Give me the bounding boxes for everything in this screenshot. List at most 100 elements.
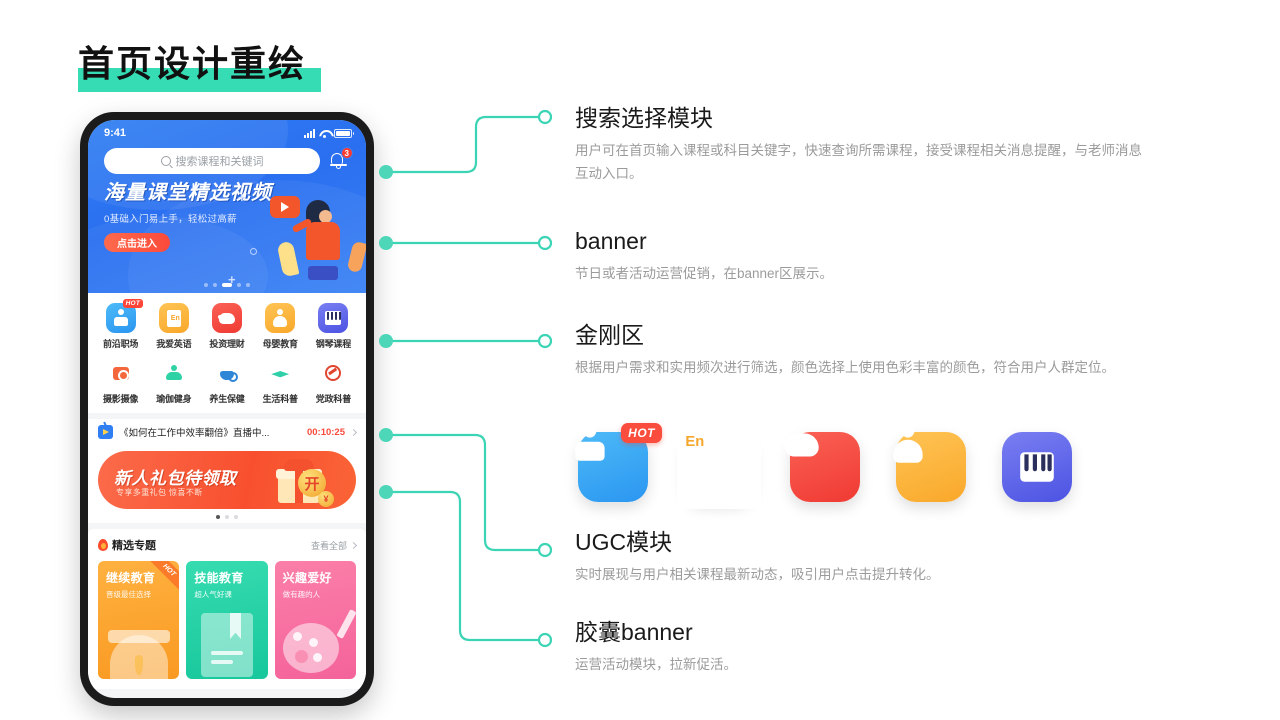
showcase-person-laptop-icon[interactable]: HOT (575, 423, 662, 502)
mother-baby-icon (265, 303, 296, 333)
teapot-icon (212, 358, 242, 388)
ugc-section-title: 精选专题 (98, 537, 156, 553)
hot-badge: HOT (621, 423, 662, 443)
hero-banner[interactable]: 海量课堂精选视频 0基础入门易上手，轻松过高薪 点击进入 (88, 174, 366, 280)
ugc-card-title: 继续教育 (106, 571, 156, 585)
capsule-banner[interactable]: 新人礼包待领取 专享多重礼包 惊喜不断 开 ¥ (98, 451, 356, 509)
search-icon (160, 156, 171, 166)
grid-item-label: 生活科普 (262, 394, 298, 404)
status-indicators (304, 128, 354, 138)
live-broadcast-bar[interactable]: 《如何在工作中效率翻倍》直播中... 00:10:25 (88, 419, 366, 445)
app-header: 9:41 搜索课程和关键词 (88, 120, 366, 293)
ugc-card-title: 兴趣爱好 (282, 571, 332, 585)
showcase-mother-baby-icon[interactable] (893, 425, 966, 502)
capsule-carousel-dots[interactable] (98, 509, 356, 519)
ugc-header: 精选专题 查看全部 (98, 537, 358, 553)
capsule-banner-section: 新人礼包待领取 专享多重礼包 惊喜不断 开 ¥ (88, 445, 366, 523)
decor-plus: + (238, 190, 246, 205)
annotation-capsule: 胶囊banner 运营活动模块，拉新促活。 (575, 617, 1155, 676)
annotation-grid: 金刚区 根据用户需求和实用频次进行筛选，颜色选择上使用色彩丰富的颜色，符合用户人… (575, 320, 1155, 379)
annotation-heading: banner (575, 228, 647, 254)
english-book-icon (158, 303, 189, 333)
search-input[interactable]: 搜索课程和关键词 (104, 148, 320, 174)
grid-item-life[interactable]: 生活科普 (254, 358, 307, 405)
grid-item-health[interactable]: 养生保健 (200, 358, 253, 405)
grid-item-label: 养生保健 (209, 394, 245, 404)
notification-badge: 3 (340, 147, 353, 159)
view-all-label: 查看全部 (310, 540, 347, 551)
grid-item-label: 母婴教育 (262, 339, 298, 349)
live-timer: 00:10:25 (306, 426, 345, 438)
grid-item-career[interactable]: HOT 前沿职场 (94, 299, 147, 350)
live-title: 《如何在工作中效率翻倍》直播中... (119, 428, 270, 439)
banner-cta-button[interactable]: 点击进入 (104, 233, 170, 252)
status-time: 9:41 (104, 127, 127, 139)
grid-item-finance[interactable]: 投资理财 (200, 303, 253, 350)
play-button-icon (270, 196, 300, 218)
annotation-heading: UGC模块 (575, 529, 673, 555)
grid-item-party[interactable]: 党政科普 (307, 358, 360, 405)
party-emblem-icon (318, 358, 348, 388)
showcase-piano-icon[interactable] (1002, 432, 1072, 502)
signal-icon (304, 128, 315, 138)
decor-ring (250, 248, 257, 255)
ugc-card-continuing-education[interactable]: HOT 继续教育 晋级最佳选择 (98, 561, 180, 679)
annotation-body: 用户可在首页输入课程或科目关键字，快速查询所需课程，接受课程相关消息提醒，与老师… (575, 143, 1142, 181)
live-tv-icon (98, 425, 113, 439)
annotation-body: 实时展现与用户相关课程最新动态，吸引用户点击提升转化。 (575, 567, 940, 582)
phone-screen: 9:41 搜索课程和关键词 (88, 120, 366, 698)
showcase-piggy-bank-icon[interactable] (783, 432, 860, 502)
bell-icon (329, 153, 347, 169)
annotation-body: 运营活动模块，拉新促活。 (575, 657, 737, 672)
camera-icon (106, 358, 136, 388)
ugc-card-title: 技能教育 (194, 571, 244, 585)
grid-item-label: 前沿职场 (102, 339, 139, 349)
search-row: 搜索课程和关键词 3 (88, 139, 366, 174)
grid-item-yoga[interactable]: 瑜伽健身 (147, 358, 200, 405)
grid-item-photography[interactable]: 摄影摄像 (94, 358, 147, 405)
flame-icon (98, 539, 108, 551)
grid-item-label: 党政科普 (315, 394, 351, 404)
ugc-card-subtitle: 做有趣的人 (282, 590, 321, 599)
piano-icon (318, 303, 349, 333)
view-all-button[interactable]: 查看全部 (310, 539, 358, 552)
ugc-card-subtitle: 超人气好课 (194, 590, 232, 599)
search-placeholder: 搜索课程和关键词 (175, 156, 264, 168)
annotation-body: 根据用户需求和实用频次进行筛选，颜色选择上使用色彩丰富的颜色，符合用户人群定位。 (575, 360, 1115, 375)
title-text: 首页设计重绘 (78, 43, 307, 84)
gift-box-icon: 开 ¥ (276, 459, 334, 507)
phone-mockup: 9:41 搜索课程和关键词 (80, 112, 374, 706)
ugc-title-text: 精选专题 (112, 540, 156, 552)
graduate-art (98, 607, 179, 679)
chevron-right-icon (349, 428, 358, 436)
banner-carousel-dots[interactable] (88, 283, 366, 287)
banner-subtitle: 0基础入门易上手，轻松过高薪 (104, 214, 237, 225)
notification-button[interactable]: 3 (328, 147, 353, 173)
grid-item-piano[interactable]: 钢琴课程 (307, 303, 360, 350)
annotation-heading: 胶囊banner (575, 619, 693, 645)
ugc-card-skill-education[interactable]: 技能教育 超人气好课 (186, 561, 268, 679)
annotation-body: 节日或者活动运营促销，在banner区展示。 (575, 266, 834, 281)
grid-item-maternal[interactable]: 母婴教育 (254, 303, 307, 350)
title-highlight (78, 68, 321, 92)
yoga-icon (159, 358, 189, 388)
capsule-subtitle: 专享多重礼包 惊喜不断 (116, 488, 203, 497)
grid-item-english[interactable]: 我爱英语 (147, 303, 200, 350)
grid-item-label: 瑜伽健身 (156, 394, 192, 404)
icon-showcase-row: HOT (575, 423, 1072, 509)
page-title: 首页设计重绘 (78, 42, 321, 92)
banner-illustration (262, 188, 358, 280)
ugc-section: 精选专题 查看全部 HOT 继续教育 晋级最佳选择 (88, 529, 366, 689)
wifi-icon (319, 129, 330, 138)
grid-item-label: 投资理财 (209, 339, 245, 349)
hot-badge: HOT (122, 299, 144, 308)
ugc-card-subtitle: 晋级最佳选择 (106, 590, 151, 599)
status-bar: 9:41 (88, 120, 366, 139)
showcase-english-book-icon[interactable] (677, 425, 761, 509)
annotation-ugc: UGC模块 实时展现与用户相关课程最新动态，吸引用户点击提升转化。 (575, 527, 1155, 586)
coin-yen: ¥ (318, 491, 334, 507)
category-grid: HOT 前沿职场 我爱英语 投资理财 母婴教育 钢琴课程 (88, 293, 366, 413)
annotation-heading: 搜索选择模块 (575, 105, 713, 131)
ugc-card-hobby[interactable]: 兴趣爱好 做有趣的人 (274, 561, 356, 679)
